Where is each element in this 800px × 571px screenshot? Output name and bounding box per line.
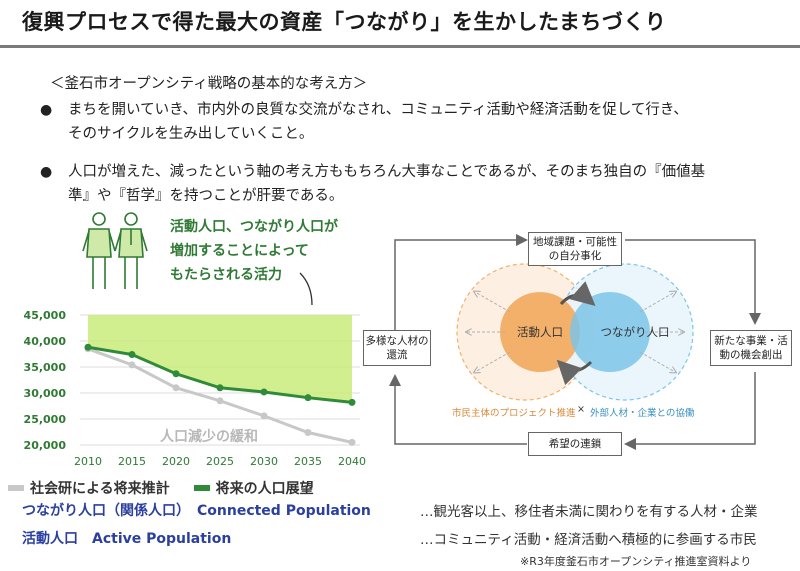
chart-x-ticks: 2010 2015 2020 2025 2030 2035 2040	[74, 455, 366, 468]
legend-swatch-gray	[8, 485, 24, 491]
data-point-projection	[348, 438, 356, 446]
bullet-2-line-2: 準』や『哲学』を持つことが肝要である。	[68, 188, 344, 204]
x-tick-label: 2040	[338, 455, 366, 468]
bullet-1-line-2: そのサイクルを生み出していくこと。	[68, 126, 314, 142]
caption-right: 外部人材・企業との協働	[590, 408, 695, 419]
label-connected-population: つながり人口	[600, 325, 670, 339]
radial-arrows	[467, 292, 683, 372]
x-tick-label: 2010	[74, 455, 102, 468]
data-point-projection	[172, 384, 180, 392]
x-tick-label: 2020	[162, 455, 190, 468]
annotation-text: 活動人口、つながり人口が 増加することによって もたらされる活力	[170, 218, 339, 283]
active-population-circle	[500, 292, 580, 372]
page-title: 復興プロセスで得た最大の資産「つながり」を生かしたまちづくり	[22, 10, 667, 34]
population-chart: 活動人口、つながり人口が 増加することによって もたらされる活力 45,0004…	[24, 212, 366, 468]
bullet-2-line-1: 人口が増えた、減ったという軸の考え方ももちろん大事なことであるが、そのまち独自の…	[68, 164, 706, 180]
strategy-heading: ＜釜石市オープンシティ戦略の基本的な考え方＞	[50, 76, 368, 92]
x-tick-label: 2025	[206, 455, 234, 468]
data-point-projection	[304, 429, 312, 437]
legend-item-outlook: 将来の人口展望	[193, 478, 314, 498]
source-note: ※R3年度釜石市オープンシティ推進室資料より	[520, 555, 752, 568]
legend-swatch-green	[193, 485, 210, 491]
caption-left: 市民主体のプロジェクト推進	[452, 408, 576, 419]
annotation-pointer	[299, 272, 313, 306]
annotation-bottom: 人口減少の緩和	[160, 428, 258, 445]
definition-term: 活動人口 Active Population	[22, 531, 232, 547]
people-illustration-icon	[82, 212, 148, 289]
diagram-box-bottom: 希望の連鎖	[528, 432, 622, 456]
data-point-projection	[260, 412, 268, 420]
data-point-projection	[216, 397, 224, 405]
x-tick-label: 2015	[118, 455, 146, 468]
annotation-line-2: 増加することによって	[170, 242, 309, 259]
chart-legend: 社会研による将来推計 将来の人口展望	[8, 478, 338, 498]
connected-population-circle	[570, 292, 650, 372]
cycle-diagram	[389, 234, 761, 450]
title-divider	[0, 45, 800, 48]
data-point-outlook	[304, 394, 312, 402]
x-tick-label: 2035	[294, 455, 322, 468]
legend-item-projection: 社会研による将来推計	[8, 478, 170, 498]
data-point-outlook	[260, 388, 268, 396]
data-point-outlook	[172, 370, 180, 378]
diagram-box-top: 地域課題・可能性の自分事化	[528, 232, 622, 266]
data-point-outlook	[348, 398, 356, 406]
chart-y-ticks: 45,000 40,000 35,000 30,000 25,000 20,000	[24, 309, 67, 452]
bullet-dot-icon: ●	[40, 164, 53, 180]
exchange-arrows-icon	[556, 281, 596, 386]
definition-desc: …コミュニティ活動・経済活動へ積極的に参画する市民	[420, 532, 757, 548]
strategy-bullet-2: ● 人口が増えた、減ったという軸の考え方ももちろん大事なことであるが、そのまち独…	[40, 160, 768, 208]
y-tick-label: 30,000	[24, 387, 67, 400]
data-point-outlook	[84, 343, 92, 351]
chart-fill-area	[88, 315, 352, 403]
legend-label-outlook: 将来の人口展望	[215, 481, 314, 497]
y-tick-label: 20,000	[24, 439, 67, 452]
y-tick-label: 35,000	[24, 361, 67, 374]
data-point-projection	[128, 361, 136, 369]
caption-times: ×	[577, 404, 585, 415]
bullet-1-line-1: まちを開いていき、市内外の良質な交流がなされ、コミュニティ活動や経済活動を促して…	[68, 102, 688, 118]
y-tick-label: 45,000	[24, 309, 67, 322]
cycle-arrows	[389, 234, 761, 450]
data-point-outlook	[216, 384, 224, 392]
legend-label-projection: 社会研による将来推計	[30, 481, 170, 497]
definition-desc: …観光客以上、移住者未満に関わりを有する人材・企業	[420, 504, 758, 520]
x-tick-label: 2030	[250, 455, 278, 468]
y-tick-label: 40,000	[24, 335, 67, 348]
label-active-population: 活動人口	[517, 325, 563, 339]
definition-term: つながり人口（関係人口） Connected Population	[22, 503, 371, 519]
vitality-fill-area	[88, 315, 352, 403]
diagram-box-right: 新たな事業・活動の機会創出	[710, 330, 792, 366]
y-tick-label: 25,000	[24, 413, 67, 426]
data-point-outlook	[128, 351, 136, 359]
bullet-dot-icon: ●	[40, 102, 53, 118]
annotation-line-1: 活動人口、つながり人口が	[170, 218, 339, 235]
chart-lines	[84, 343, 356, 446]
annotation-line-3: もたらされる活力	[170, 266, 282, 283]
strategy-bullet-1: ● まちを開いていき、市内外の良質な交流がなされ、コミュニティ活動や経済活動を促…	[40, 98, 768, 146]
diagram-box-left: 多様な人材の還流	[363, 330, 431, 366]
